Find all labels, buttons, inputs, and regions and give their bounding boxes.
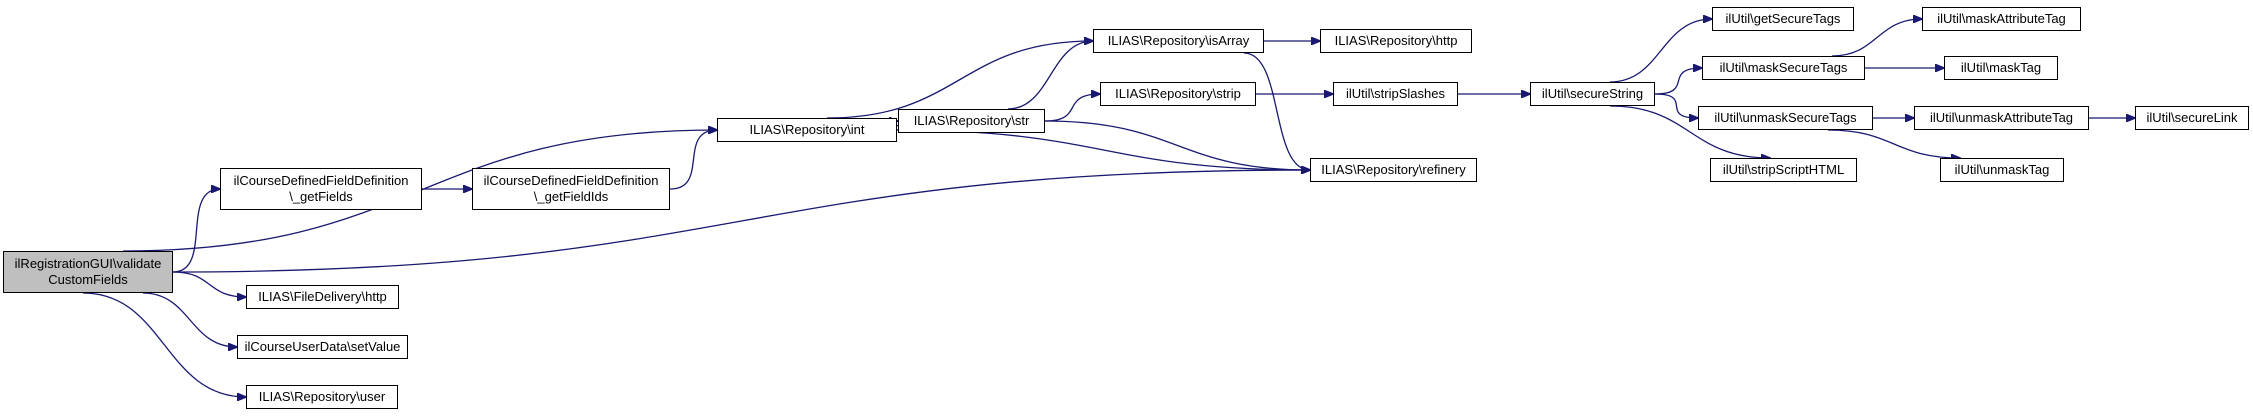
- node-repo-http[interactable]: ILIAS\Repository\http: [1320, 29, 1472, 53]
- node-label-line: ilUtil\stripScriptHTML: [1722, 162, 1845, 177]
- edge-util-secureString-to-util-getSecureTags: [1609, 19, 1712, 83]
- node-label-line: ilUtil\maskSecureTags: [1719, 60, 1848, 75]
- node-util-getSecureTags[interactable]: ilUtil\getSecureTags: [1712, 7, 1854, 31]
- edge-repo-isArray-to-repo-refinery: [1243, 52, 1310, 170]
- node-label-line: ilUtil\unmaskAttributeTag: [1929, 110, 2074, 125]
- edge-root-to-repo-user: [82, 292, 246, 397]
- node-label-line: ilUtil\secureLink: [2146, 110, 2238, 125]
- node-repo-refinery[interactable]: ILIAS\Repository\refinery: [1310, 158, 1477, 182]
- node-label-line: ilUtil\unmaskTag: [1954, 162, 2050, 177]
- node-label-line: ILIAS\Repository\int: [749, 122, 865, 137]
- node-util-maskAttributeTag[interactable]: ilUtil\maskAttributeTag: [1922, 7, 2081, 31]
- node-repo-strip[interactable]: ILIAS\Repository\strip: [1100, 82, 1256, 106]
- node-label-line: ILIAS\Repository\isArray: [1107, 33, 1250, 48]
- node-label-line: ilUtil\getSecureTags: [1725, 11, 1841, 26]
- node-util-stripScriptHTML[interactable]: ilUtil\stripScriptHTML: [1710, 158, 1857, 182]
- node-label-line: ILIAS\FileDelivery\http: [258, 289, 387, 304]
- node-util-stripSlashes[interactable]: ilUtil\stripSlashes: [1333, 82, 1458, 106]
- node-cdf-getFields[interactable]: ilCourseDefinedFieldDefinition\_getField…: [220, 168, 422, 210]
- node-util-unmaskTag[interactable]: ilUtil\unmaskTag: [1940, 158, 2064, 182]
- edge-root-to-repo-refinery: [172, 170, 1310, 273]
- node-util-maskSecureTags[interactable]: ilUtil\maskSecureTags: [1702, 56, 1865, 80]
- edge-util-secureString-to-util-unmaskSecureTags: [1654, 93, 1698, 118]
- node-label-line: ILIAS\Repository\refinery: [1321, 162, 1466, 177]
- node-label-line: ilCourseDefinedFieldDefinition: [483, 173, 659, 188]
- node-label-line: ilUtil\maskTag: [1960, 60, 2042, 75]
- edge-util-unmaskSecureTags-to-util-unmaskTag: [1827, 129, 1960, 158]
- node-label-line: ilCourseDefinedFieldDefinition: [233, 173, 409, 188]
- node-util-secureString[interactable]: ilUtil\secureString: [1530, 82, 1655, 106]
- edge-repo-int-to-repo-isArray: [826, 41, 1093, 119]
- node-repo-int[interactable]: ILIAS\Repository\int: [717, 118, 897, 142]
- edge-repo-int-to-repo-refinery: [896, 129, 1310, 170]
- node-util-maskTag[interactable]: ilUtil\maskTag: [1944, 56, 2058, 80]
- node-label-line: ilUtil\unmaskSecureTags: [1714, 110, 1857, 125]
- edge-repo-str-to-repo-isArray: [1007, 41, 1093, 110]
- edge-util-maskSecureTags-to-util-maskAttributeTag: [1831, 19, 1922, 57]
- edge-root-to-cdf-getFields: [172, 189, 220, 273]
- edge-repo-str-to-repo-strip: [1044, 94, 1100, 122]
- node-label-line: \_getFields: [289, 189, 353, 204]
- node-label-line: ilRegistrationGUI\validate: [14, 256, 162, 271]
- node-repo-user[interactable]: ILIAS\Repository\user: [246, 385, 398, 409]
- node-label-line: CustomFields: [48, 272, 128, 287]
- node-util-unmaskSecureTags[interactable]: ilUtil\unmaskSecureTags: [1698, 106, 1873, 130]
- node-repo-isArray[interactable]: ILIAS\Repository\isArray: [1093, 29, 1264, 53]
- node-label-line: ILIAS\Repository\user: [258, 389, 386, 404]
- edge-repo-str-to-repo-refinery: [1044, 120, 1310, 170]
- node-cdf-getFieldIds[interactable]: ilCourseDefinedFieldDefinition\_getField…: [472, 168, 670, 210]
- node-label-line: ilUtil\maskAttributeTag: [1937, 11, 2066, 26]
- edge-util-secureString-to-util-maskSecureTags: [1654, 68, 1702, 95]
- edge-util-secureString-to-util-stripScriptHTML: [1609, 105, 1770, 158]
- node-label-line: ILIAS\Repository\http: [1334, 33, 1458, 48]
- edge-cdf-getFieldIds-to-repo-int: [669, 130, 717, 190]
- node-util-secureLink[interactable]: ilUtil\secureLink: [2135, 106, 2249, 130]
- node-label-line: ilCourseUserData\setValue: [244, 339, 401, 354]
- node-label-line: ILIAS\Repository\str: [913, 113, 1030, 128]
- node-label-line: ILIAS\Repository\strip: [1115, 86, 1241, 101]
- node-util-unmaskAttributeTag[interactable]: ilUtil\unmaskAttributeTag: [1914, 106, 2089, 130]
- node-label-line: ilUtil\stripSlashes: [1346, 86, 1445, 101]
- node-cud-setValue[interactable]: ilCourseUserData\setValue: [237, 335, 408, 359]
- node-fd-http[interactable]: ILIAS\FileDelivery\http: [246, 285, 399, 309]
- edge-root-to-cud-setValue: [142, 292, 237, 347]
- node-repo-str[interactable]: ILIAS\Repository\str: [898, 109, 1045, 133]
- node-label-line: \_getFieldIds: [533, 189, 609, 204]
- node-label-line: ilUtil\secureString: [1541, 86, 1644, 101]
- edge-root-to-fd-http: [172, 271, 246, 297]
